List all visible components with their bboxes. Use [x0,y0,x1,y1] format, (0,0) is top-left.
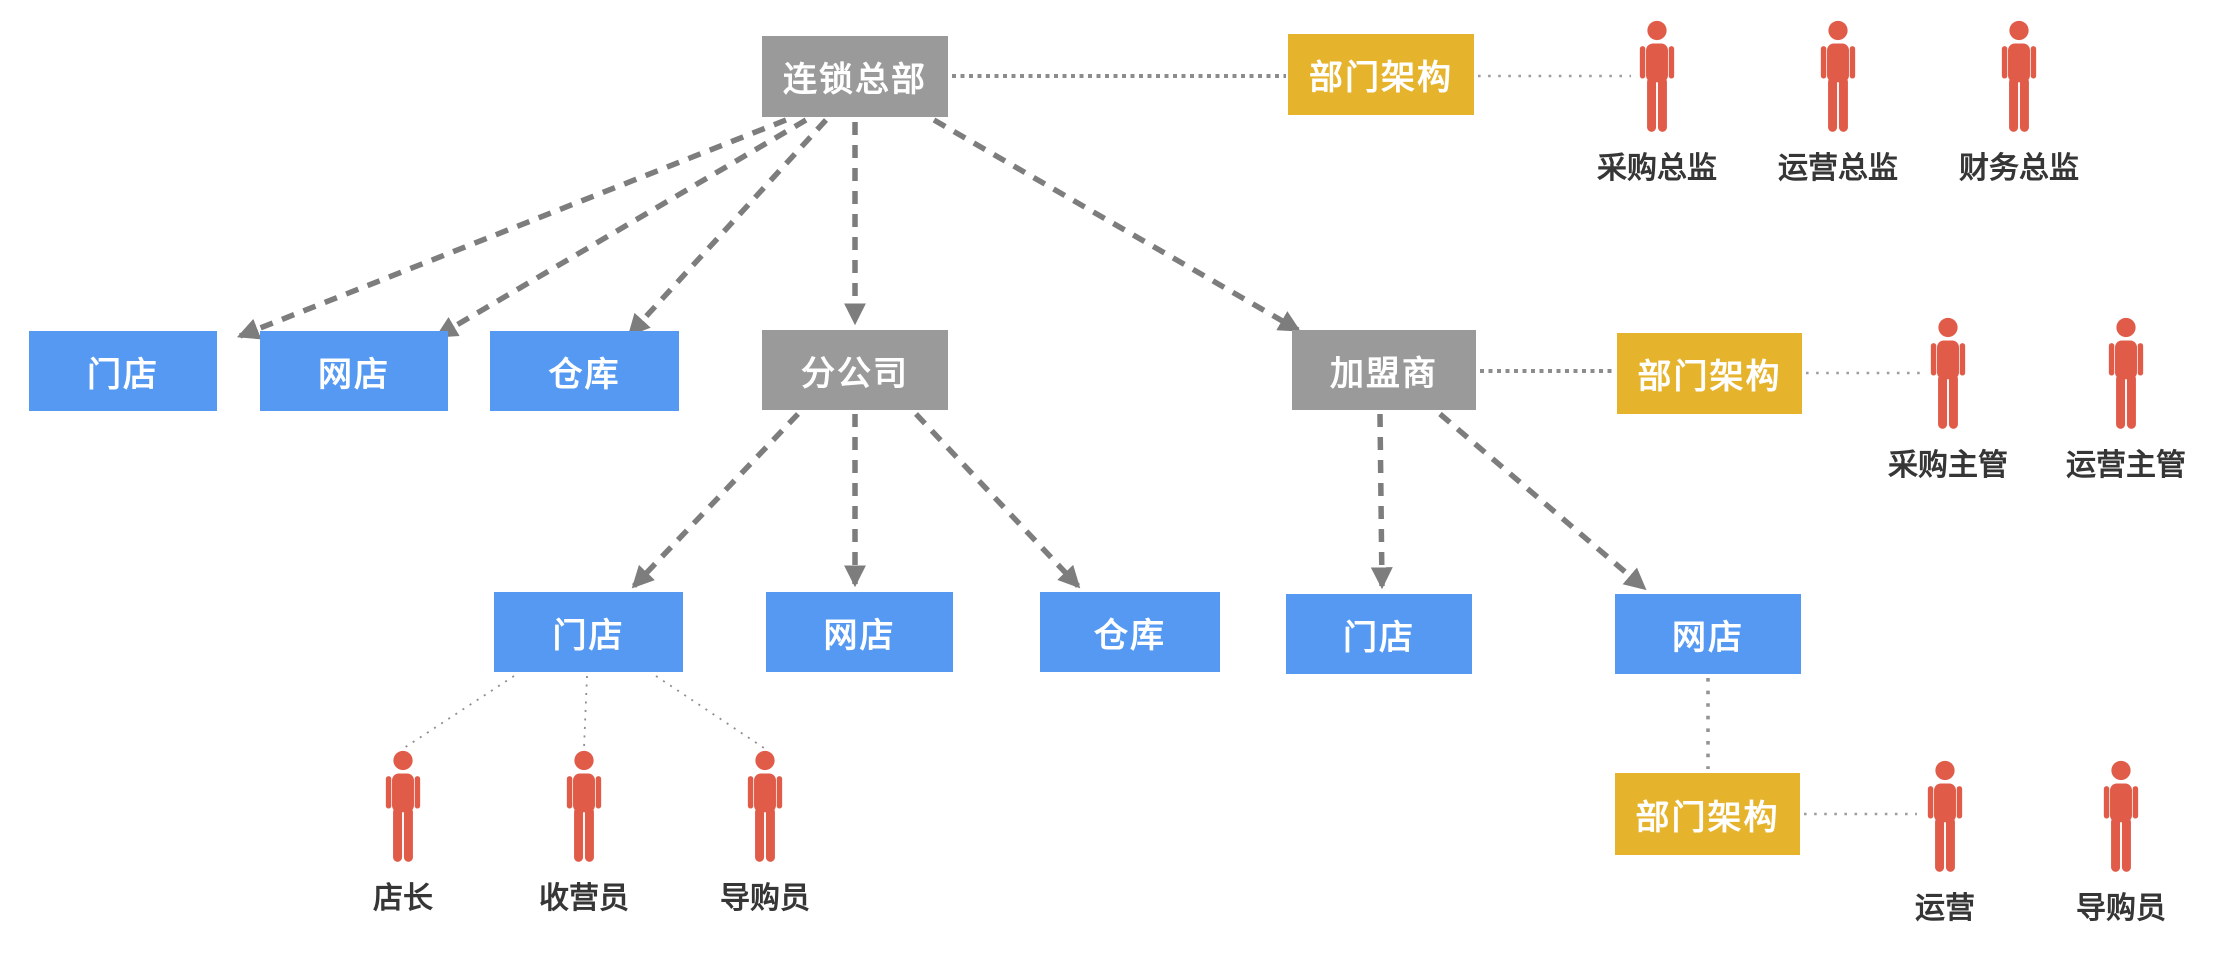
person-label: 导购员 [720,882,810,915]
node-warehouse-2: 仓库 [1040,592,1220,672]
person-cashier: 收营员 [539,750,629,917]
person-shopping-guide-web: 导购员 [2076,760,2166,927]
person-operations-director: 运营总监 [1778,20,1898,187]
edge-hq-franchise [932,117,1301,333]
node-franchise: 加盟商 [1292,330,1476,410]
edge-hq-web1 [435,117,808,339]
person-label: 导购员 [2076,892,2166,925]
person-label: 收营员 [539,882,629,915]
edge-franchise-store3 [1370,413,1393,590]
node-hq: 连锁总部 [762,36,948,117]
edge-branch-store2 [631,412,800,589]
person-icon [2095,760,2147,875]
person-operations-staff: 运营 [1915,760,1975,927]
person-purchasing-supervisor: 采购主管 [1888,317,2008,484]
hierarchy-dashed-arrows [236,117,1647,591]
department-dotted-links [403,74,1920,816]
person-store-manager: 店长 [373,750,433,917]
person-icon [1993,20,2045,135]
node-web-1: 网店 [260,331,448,411]
node-dept-web: 部门架构 [1615,773,1800,855]
edge-store2-guide [655,675,765,749]
edge-store2-cashier [583,675,588,749]
node-dept-franchise: 部门架构 [1617,333,1802,414]
person-icon [2100,317,2152,432]
person-label: 运营总监 [1778,152,1898,185]
edge-hq-store1 [236,117,788,340]
person-icon [377,750,429,865]
person-label: 运营 [1915,892,1975,925]
person-label: 采购主管 [1888,449,2008,482]
person-icon [1812,20,1864,135]
person-icon [1919,760,1971,875]
person-shopping-guide-store: 导购员 [720,750,810,917]
node-store-2: 门店 [494,592,683,672]
node-store-3: 门店 [1286,594,1472,674]
person-finance-director: 财务总监 [1959,20,2079,187]
person-label: 店长 [373,882,433,915]
node-branch: 分公司 [762,330,948,410]
person-icon [558,750,610,865]
person-icon [1922,317,1974,432]
person-label: 运营主管 [2066,449,2186,482]
person-icon [1631,20,1683,135]
edge-branch-warehouse2 [913,412,1081,589]
person-label: 采购总监 [1597,152,1717,185]
person-label: 财务总监 [1959,152,2079,185]
person-operations-supervisor: 运营主管 [2066,317,2186,484]
node-warehouse-1: 仓库 [490,331,679,411]
edge-franchise-web3 [1438,411,1647,591]
node-store-1: 门店 [29,331,217,411]
node-web-2: 网店 [766,592,953,672]
node-dept-hq: 部门架构 [1288,34,1474,115]
edge-hq-warehouse1 [627,118,829,337]
person-icon [739,750,791,865]
node-web-3: 网店 [1615,594,1801,674]
edge-store2-manager [403,675,515,749]
person-purchasing-director: 采购总监 [1597,20,1717,187]
